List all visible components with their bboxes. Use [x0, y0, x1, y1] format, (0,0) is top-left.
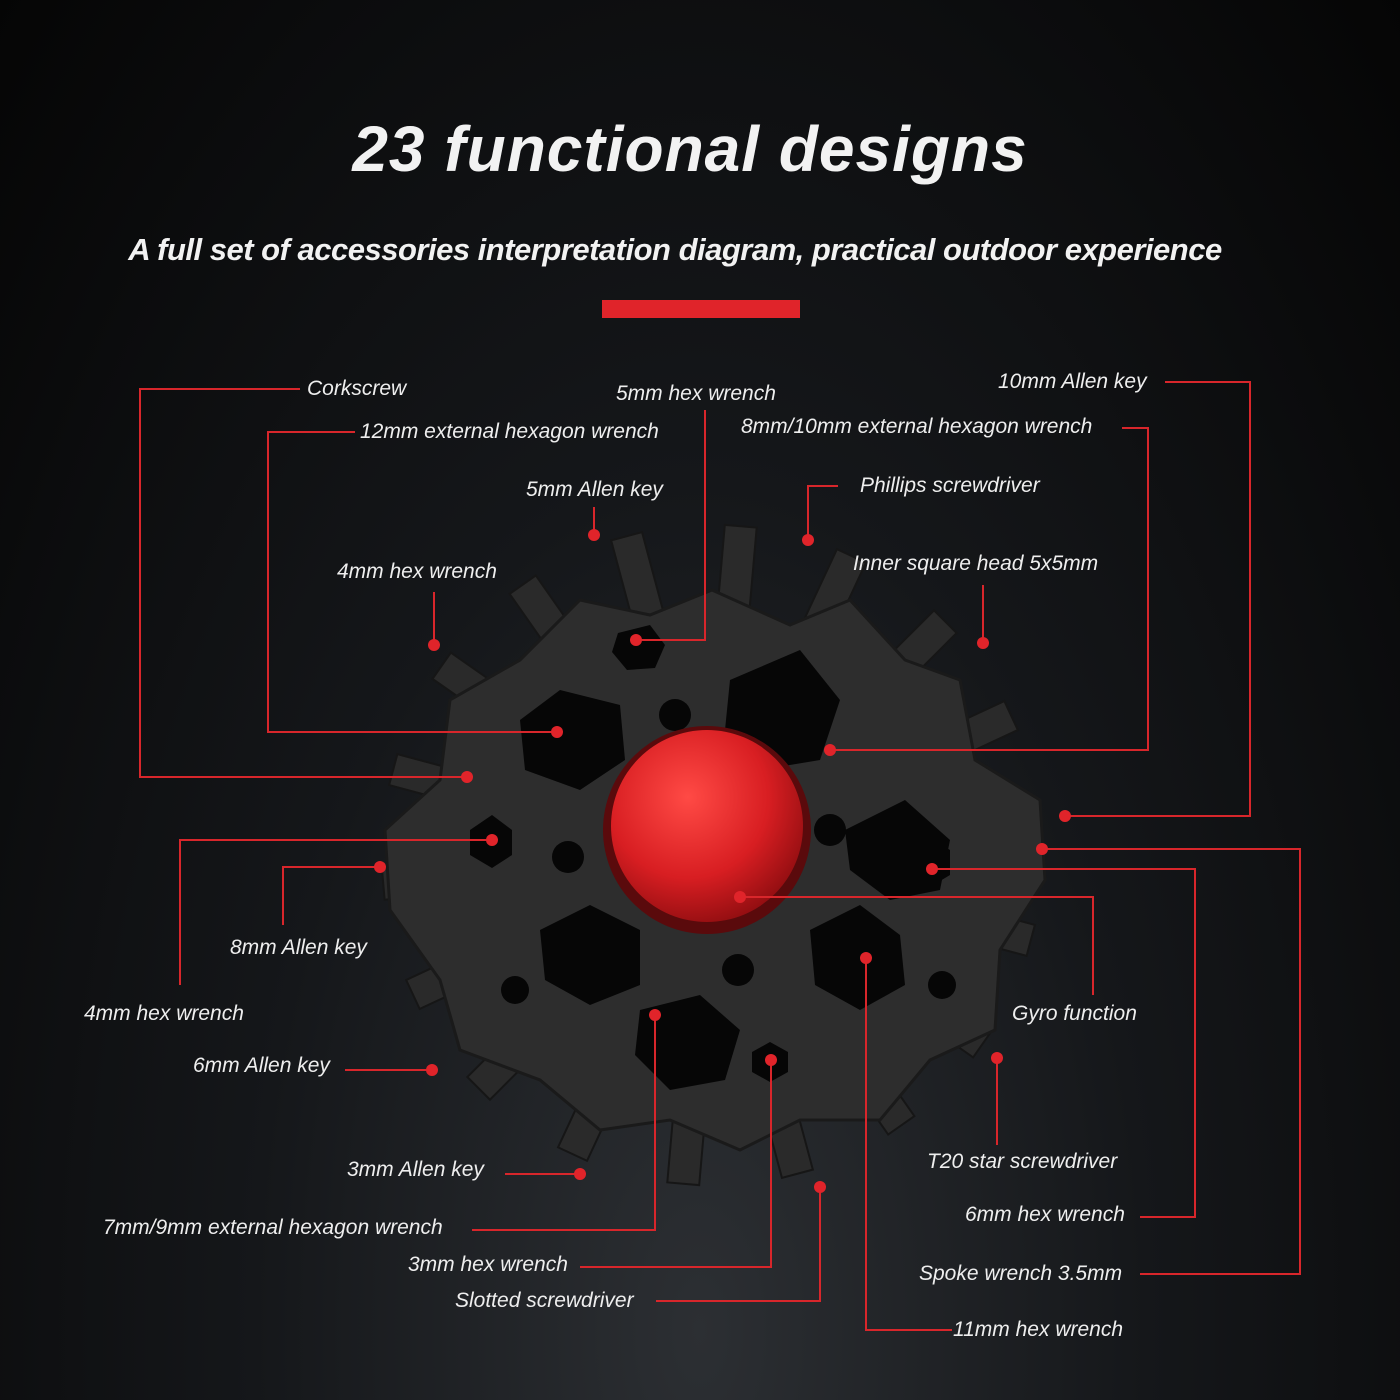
- callout-line: [267, 431, 557, 733]
- callout-line: [865, 958, 952, 1331]
- callout-line: [139, 388, 467, 778]
- label-3mm-hex-wrench: 3mm hex wrench: [408, 1253, 568, 1276]
- label-gyro-function: Gyro function: [1012, 1002, 1137, 1025]
- callout-line: [1065, 381, 1251, 817]
- callout-line: [472, 1015, 656, 1231]
- callout-dot: [630, 634, 642, 646]
- label-5mm-hex-wrench: 5mm hex wrench: [616, 382, 776, 405]
- callout-dot: [802, 534, 814, 546]
- label-10mm-allen-key: 10mm Allen key: [998, 370, 1147, 393]
- callout-dot: [734, 891, 746, 903]
- label-8mm-allen-key: 8mm Allen key: [230, 936, 367, 959]
- label-11mm-hex-wrench: 11mm hex wrench: [953, 1318, 1124, 1341]
- label-t20-star-screwdriver: T20 star screwdriver: [927, 1150, 1118, 1173]
- callout-dot: [926, 863, 938, 875]
- page-title: 23 functional designs: [352, 113, 1028, 185]
- label-phillips-screwdriver: Phillips screwdriver: [860, 474, 1040, 497]
- label-7mm-9mm-external-hexagon-wrench: 7mm/9mm external hexagon wrench: [103, 1216, 443, 1239]
- callout-dot: [814, 1181, 826, 1193]
- callout-dot: [1059, 810, 1071, 822]
- title-divider: [602, 300, 800, 318]
- callout-dot: [426, 1064, 438, 1076]
- callout-dot: [824, 744, 836, 756]
- callout-line: [1042, 848, 1301, 1275]
- label-4mm-hex-wrench-top: 4mm hex wrench: [337, 560, 497, 583]
- callout-dot: [551, 726, 563, 738]
- label-4mm-hex-wrench-left: 4mm hex wrench: [84, 1002, 244, 1025]
- label-inner-square-head: Inner square head 5x5mm: [853, 552, 1099, 575]
- callout-line: [580, 1060, 772, 1268]
- callout-dot: [991, 1052, 1003, 1064]
- label-slotted-screwdriver: Slotted screwdriver: [455, 1289, 634, 1312]
- label-6mm-allen-key: 6mm Allen key: [193, 1054, 330, 1077]
- callout-dot: [977, 637, 989, 649]
- label-corkscrew: Corkscrew: [307, 377, 407, 400]
- callout-dot: [486, 834, 498, 846]
- callout-line: [282, 866, 380, 925]
- callout-line: [932, 868, 1196, 1218]
- callout-line: [830, 427, 1149, 751]
- callout-dot: [574, 1168, 586, 1180]
- callout-line: [740, 896, 1094, 995]
- label-spoke-wrench: Spoke wrench 3.5mm: [919, 1262, 1123, 1285]
- callout-dot: [461, 771, 473, 783]
- page-subtitle: A full set of accessories interpretation…: [128, 232, 1222, 267]
- callout-line: [807, 485, 838, 540]
- callout-dot: [765, 1054, 777, 1066]
- label-5mm-allen-key: 5mm Allen key: [526, 478, 663, 501]
- label-8mm-10mm-external-hexagon-wrench: 8mm/10mm external hexagon wrench: [741, 415, 1093, 438]
- callout-dot: [588, 529, 600, 541]
- callout-dot: [860, 952, 872, 964]
- callout-line: [656, 1187, 821, 1302]
- label-3mm-allen-key: 3mm Allen key: [347, 1158, 484, 1181]
- callout-line: [179, 839, 492, 985]
- spinner-cap-face: [611, 730, 803, 922]
- callout-dot: [649, 1009, 661, 1021]
- label-12mm-external-hexagon-wrench: 12mm external hexagon wrench: [360, 420, 659, 443]
- callout-dot: [1036, 843, 1048, 855]
- callout-line: [636, 410, 706, 641]
- callout-dot: [428, 639, 440, 651]
- callout-dot: [374, 861, 386, 873]
- label-6mm-hex-wrench: 6mm hex wrench: [965, 1203, 1125, 1226]
